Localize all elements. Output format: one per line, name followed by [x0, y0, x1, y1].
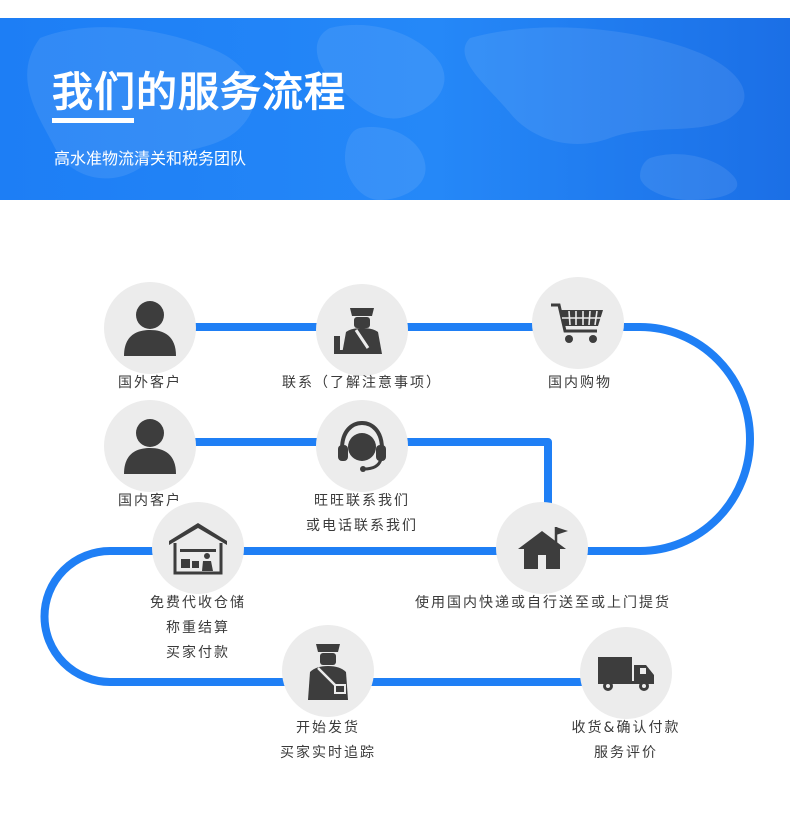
step-ship-to-warehouse-label: 使用国内快递或自行送至或上门提货 — [415, 595, 671, 611]
step-domestic-shopping — [532, 277, 624, 369]
step-online-contact — [316, 400, 408, 492]
step-foreign-customer-label: 国外客户 — [118, 375, 182, 391]
delivery-truck-icon — [598, 657, 654, 691]
warehouse-icon — [169, 523, 227, 575]
page-subtitle: 高水准物流清关和税务团队 — [54, 149, 247, 168]
step-receive-and-confirm — [580, 627, 672, 719]
step-start-shipping-label: 开始发货 买家实时追踪 — [280, 720, 376, 761]
world-map-background — [27, 24, 745, 200]
step-online-contact-label: 旺旺联系我们 或电话联系我们 — [306, 493, 418, 534]
step-domestic-customer — [104, 400, 196, 492]
step-domestic-shopping-label: 国内购物 — [548, 375, 612, 391]
officer-at-desk-icon — [334, 308, 382, 354]
step-domestic-customer-label: 国内客户 — [118, 493, 182, 509]
courier-with-bag-icon — [308, 644, 348, 700]
step-contact — [316, 284, 408, 376]
step-free-storage-label: 免费代收仓储 称重结算 买家付款 — [150, 595, 246, 661]
step-contact-label: 联系（了解注意事项） — [282, 375, 442, 391]
header-banner: 我们的服务流程 高水准物流清关和税务团队 — [0, 18, 790, 200]
step-start-shipping — [282, 625, 374, 717]
step-receive-and-confirm-label: 收货&确认付款 服务评价 — [571, 720, 681, 761]
headset-support-icon — [338, 420, 386, 472]
step-free-storage — [152, 502, 244, 594]
house-with-flag-icon — [518, 527, 568, 569]
step-foreign-customer — [104, 282, 196, 374]
domestic-customer-person-icon — [124, 419, 176, 474]
step-ship-to-warehouse — [496, 502, 588, 594]
title-underline — [52, 118, 134, 123]
page-title: 我们的服务流程 — [52, 68, 346, 116]
foreign-customer-person-icon — [124, 301, 176, 356]
shopping-cart-icon — [551, 303, 603, 343]
